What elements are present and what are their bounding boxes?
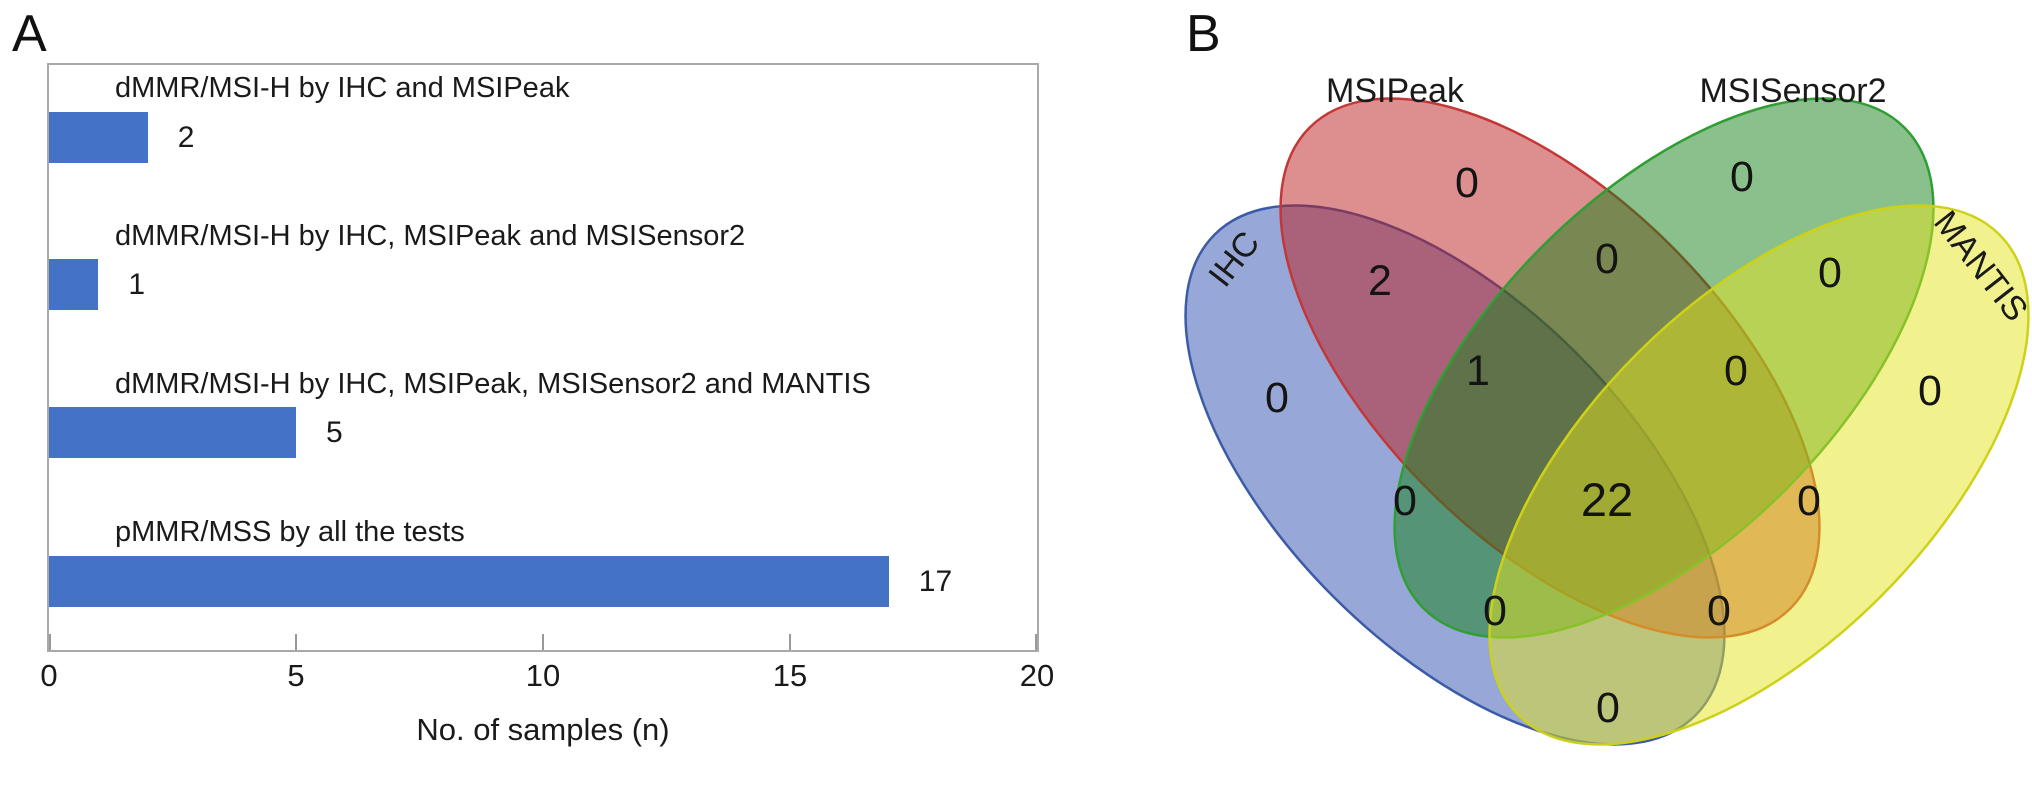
region-count-msipeak-mantis: 0 <box>1797 477 1821 525</box>
bar-dmmr-ihc-msipeak <box>49 112 148 163</box>
panel-a-bar-chart: A 2 1 5 17 dMMR/MSI-H by IHC and MSIPeak… <box>12 5 1055 747</box>
region-count-msisensor2-only: 0 <box>1730 153 1754 201</box>
x-tick-label: 15 <box>772 658 808 693</box>
category-label: dMMR/MSI-H by IHC and MSIPeak <box>115 72 570 104</box>
category-label: pMMR/MSS by all the tests <box>115 516 465 548</box>
x-tick-15 <box>789 634 791 650</box>
bar-dmmr-ihc-msipeak-msisensor2 <box>49 259 99 310</box>
region-count-msipeak-msisensor2-mantis: 0 <box>1724 347 1748 395</box>
x-tick-label: 10 <box>525 658 561 693</box>
bar-value-label: 17 <box>918 564 953 598</box>
bar-value-label: 5 <box>326 415 343 449</box>
category-label: dMMR/MSI-H by IHC, MSIPeak, MSISensor2 a… <box>115 368 871 400</box>
region-count-ihc-msipeak: 2 <box>1368 257 1392 305</box>
x-tick-label: 20 <box>1019 658 1055 693</box>
x-tick-5 <box>295 634 297 650</box>
plot-area: 2 1 5 17 <box>47 63 1039 652</box>
region-count-ihc-msisensor2: 0 <box>1393 477 1417 525</box>
panel-b-label: B <box>1186 5 1221 63</box>
set-title-msisensor2: MSISensor2 <box>1699 72 1886 110</box>
region-count-all-four: 22 <box>1581 473 1633 526</box>
region-count-ihc-mantis: 0 <box>1596 684 1620 732</box>
venn-svg: MSIPeak MSISensor2 IHC MANTIS 0 0 2 0 0 … <box>1184 72 2032 746</box>
region-count-ihc-msisensor2-mantis: 0 <box>1483 587 1507 635</box>
region-count-mantis-only: 0 <box>1918 367 1942 415</box>
x-axis-title: No. of samples (n) <box>416 712 670 747</box>
x-tick-20 <box>1035 634 1037 650</box>
venn-ellipse-mantis <box>1488 204 2030 746</box>
region-count-ihc-only: 0 <box>1265 374 1289 422</box>
bar-dmmr-all-four <box>49 407 296 458</box>
region-count-ihc-msipeak-msisensor2: 1 <box>1466 347 1490 395</box>
region-count-msisensor2-mantis: 0 <box>1818 249 1842 297</box>
x-tick-label: 0 <box>40 658 58 693</box>
bar-value-label: 1 <box>128 267 146 301</box>
set-title-msipeak: MSIPeak <box>1326 72 1465 110</box>
region-count-msipeak-msisensor2: 0 <box>1595 235 1619 283</box>
x-tick-10 <box>542 634 544 650</box>
panel-b-venn-diagram: MSIPeak MSISensor2 IHC MANTIS 0 0 2 0 0 … <box>1120 50 2032 786</box>
x-tick-0 <box>49 634 51 650</box>
region-count-ihc-msipeak-mantis: 0 <box>1707 587 1731 635</box>
region-count-msipeak-only: 0 <box>1455 159 1479 207</box>
panel-a-label: A <box>12 5 47 63</box>
category-label: dMMR/MSI-H by IHC, MSIPeak and MSISensor… <box>115 220 746 252</box>
bar-pmmr-mss <box>49 556 889 607</box>
bar-value-label: 2 <box>177 120 195 154</box>
x-tick-label: 5 <box>287 658 305 693</box>
